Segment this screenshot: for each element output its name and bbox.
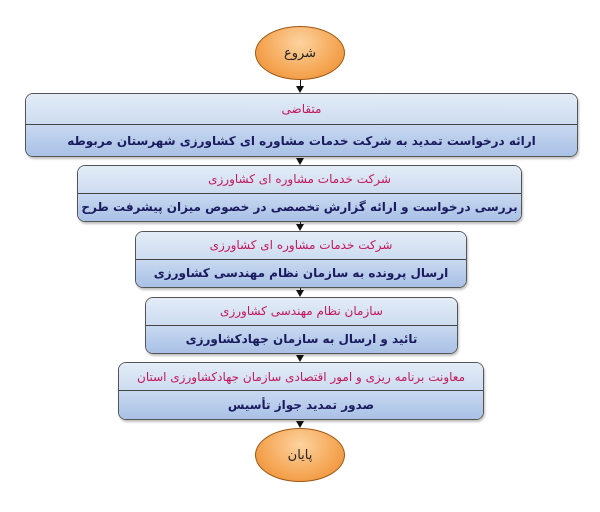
arrow-icon (296, 421, 304, 428)
step-1: متقاضی ارائه درخواست تمدید به شرکت خدمات… (25, 93, 578, 157)
step-action: تائید و ارسال به سازمان جهادکشاورزی (146, 325, 457, 353)
step-title: شرکت خدمات مشاوره ای کشاورزی (78, 166, 521, 194)
arrow-icon (296, 158, 304, 165)
connector (299, 288, 301, 291)
connector (299, 222, 301, 225)
arrow-icon (296, 86, 304, 93)
connector (299, 80, 301, 86)
step-title: شرکت خدمات مشاوره ای کشاورزی (136, 232, 466, 260)
step-action: ارائه درخواست تمدید به شرکت خدمات مشاوره… (26, 125, 577, 156)
step-title: متقاضی (26, 94, 577, 125)
step-title: سازمان نظام مهندسی کشاورزی (146, 298, 457, 326)
arrow-icon (296, 355, 304, 362)
step-action: بررسی درخواست و ارائه گزارش تخصصی در خصو… (78, 193, 521, 221)
step-action: صدور تمدید جواز تأسیس (119, 391, 483, 419)
step-title: معاونت برنامه ریزی و امور اقتصادی سازمان… (119, 363, 483, 391)
end-node: پایان (255, 428, 345, 482)
arrow-icon (296, 224, 304, 231)
step-5: معاونت برنامه ریزی و امور اقتصادی سازمان… (118, 362, 484, 420)
arrow-icon (296, 290, 304, 297)
step-4: سازمان نظام مهندسی کشاورزی تائید و ارسال… (145, 297, 458, 354)
start-node: شروع (255, 26, 345, 80)
step-3: شرکت خدمات مشاوره ای کشاورزی ارسال پروند… (135, 231, 467, 288)
step-2: شرکت خدمات مشاوره ای کشاورزی بررسی درخوا… (77, 165, 522, 222)
step-action: ارسال پرونده به سازمان نظام مهندسی کشاور… (136, 259, 466, 287)
